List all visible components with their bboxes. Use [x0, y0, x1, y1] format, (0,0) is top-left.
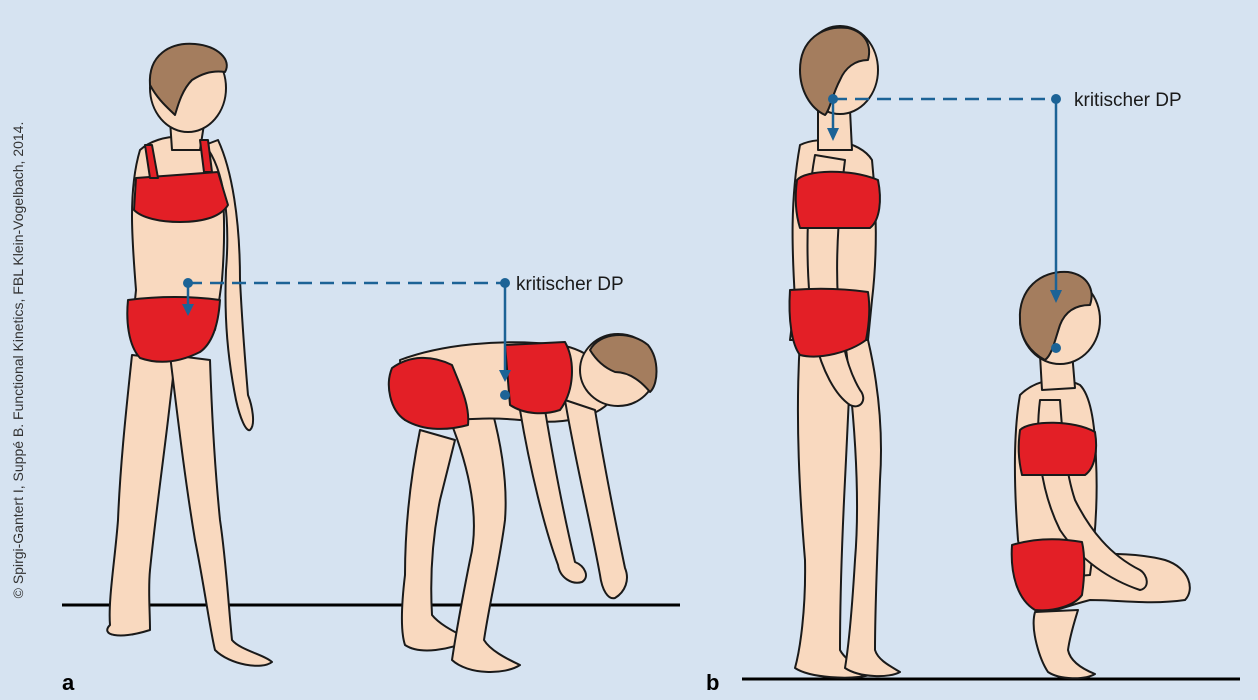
dp-label-a: kritischer DP [516, 274, 624, 295]
panel-b: kritischer DP b [706, 26, 1240, 695]
dp-label-b: kritischer DP [1074, 90, 1182, 111]
dp-target-dot-b [1051, 343, 1061, 353]
panel-letter-a: a [62, 670, 75, 695]
bending-figure-a [389, 334, 657, 672]
standing-figure-a [107, 44, 272, 666]
squatting-figure-b [1012, 272, 1190, 678]
panel-a: kritischer DP a [62, 44, 680, 695]
standing-figure-b [789, 26, 900, 678]
dp-target-dot-a [500, 390, 510, 400]
panel-letter-b: b [706, 670, 719, 695]
dp-marker-b: kritischer DP [827, 90, 1182, 353]
